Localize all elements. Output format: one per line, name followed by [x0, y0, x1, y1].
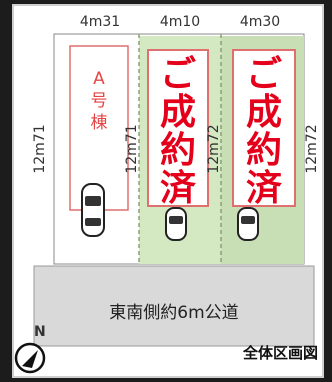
- road-label: 東南側約6m公道: [109, 303, 238, 323]
- sold-stamp-c-char3: 約: [246, 129, 282, 171]
- site-plan-panel: A 号 棟 ご 成 約 済 ご 成 約 済: [12, 4, 324, 378]
- depth-inner-2: 12m72: [206, 124, 222, 173]
- top-width-2: 4m10: [160, 14, 200, 30]
- diagram-title: 全体区画図: [242, 344, 318, 362]
- site-plan-diagram: A 号 棟 ご 成 約 済 ご 成 約 済: [14, 14, 320, 374]
- depth-left: 12m71: [32, 124, 48, 173]
- depth-inner-1: 12m71: [124, 124, 140, 173]
- sold-stamp-b-char1: ご: [160, 53, 196, 95]
- sold-stamp-c-char1: ご: [246, 53, 282, 95]
- sold-stamp-b-char3: 約: [160, 129, 196, 171]
- lot-a-letter: A: [93, 69, 105, 89]
- lot-a-char1: 号: [91, 91, 108, 111]
- sold-stamp-b-char2: 成: [160, 91, 196, 133]
- north-label: N: [34, 324, 46, 340]
- top-width-1: 4m31: [80, 14, 120, 30]
- sold-stamp-b-char4: 済: [160, 167, 196, 209]
- lot-b-building-outline: [147, 49, 209, 207]
- depth-right: 12m72: [304, 124, 320, 173]
- sold-stamp-c-char4: 済: [246, 167, 282, 209]
- sold-stamp-c-char2: 成: [246, 91, 282, 133]
- car-icon: [165, 207, 187, 241]
- lot-c-building-outline: [232, 49, 296, 207]
- north-arrow-icon: [14, 342, 46, 374]
- lot-a-char2: 棟: [91, 113, 108, 133]
- top-width-3: 4m30: [240, 14, 280, 30]
- road-area: [33, 265, 315, 347]
- car-icon: [237, 207, 259, 241]
- car-icon: [81, 183, 105, 237]
